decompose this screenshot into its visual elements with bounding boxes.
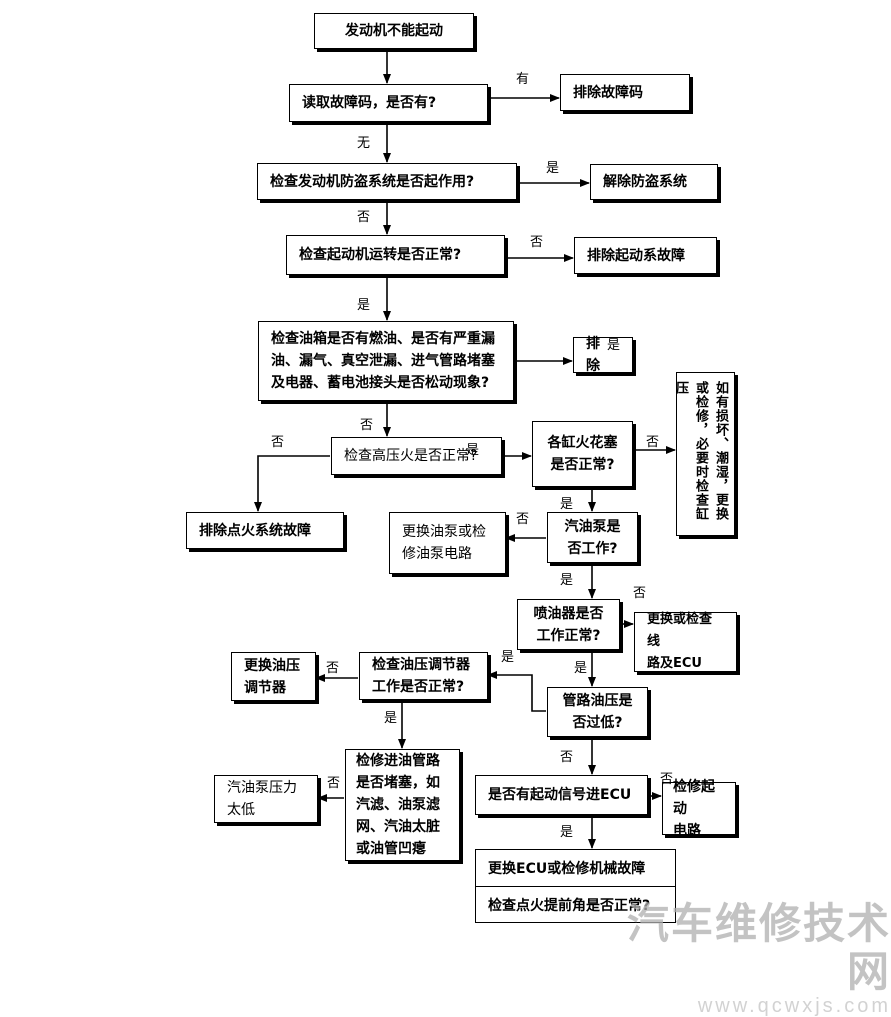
node-eliminate: 排除 是 [573, 336, 633, 374]
label-plug-no: 否 [646, 435, 660, 450]
node-check-fuel-and-leaks: 检查油箱是否有燃油、是否有严重漏 油、漏气、真空泄漏、进气管路堵塞 及电器、蓄电… [258, 321, 514, 401]
node-replace-fuel-pump: 更换油泵或检 修油泵电路 [389, 512, 506, 574]
label-starter-no: 否 [530, 235, 544, 250]
label-hv-no: 否 [271, 435, 285, 450]
label-pipe-no: 否 [327, 776, 341, 791]
node-inspect-fuel-pipe: 检修进油管路 是否堵塞，如 汽滤、油泵滤 网、汽油太脏 或油管凹瘪 [345, 749, 460, 861]
node-replace-wiring-ecu: 更换或检查线 路及ECU [634, 612, 737, 672]
node-fix-ignition: 排除点火系统故障 [186, 512, 344, 549]
node-read-fault-codes: 读取故障码，是否有? [289, 84, 488, 122]
node-pump-pressure-low: 汽油泵压力 太低 [214, 775, 318, 823]
label-fuel-no: 否 [360, 418, 374, 433]
node-plug-repair-note: 如有损坏、潮湿，更换或检修，必要时检查缸压 [673, 372, 735, 536]
node-replace-ecu: 更换ECU或检修机械故障 [476, 850, 675, 887]
label-injector-no: 否 [633, 586, 647, 601]
node-clear-fault-codes: 排除故障码 [560, 74, 690, 111]
node-repair-start-circuit: 检修起动 电路 [662, 779, 736, 839]
node-check-spark-plugs: 各缸火花塞 是否正常? [532, 421, 633, 487]
label-antitheft-yes: 是 [546, 161, 560, 176]
label-signal-yes: 是 [560, 825, 574, 840]
node-check-antitheft: 检查发动机防盗系统是否起作用? [257, 163, 517, 200]
node-engine-no-start: 发动机不能起动 [314, 13, 474, 49]
label-no-codes: 无 [357, 136, 371, 151]
label-pressure-yes: 是 [501, 650, 515, 665]
node-replace-regulator: 更换油压 调节器 [231, 652, 316, 701]
label-pump-no: 否 [516, 512, 530, 527]
node-ecu-and-timing: 更换ECU或检修机械故障 检查点火提前角是否正常? [475, 849, 676, 923]
node-check-injector: 喷油器是否 工作正常? [517, 599, 620, 650]
node-check-start-signal: 是否有起动信号进ECU [475, 775, 648, 815]
label-regulator-yes: 是 [384, 711, 398, 726]
node-check-regulator: 检查油压调节器 工作是否正常? [359, 652, 488, 700]
label-pressure-no: 否 [560, 750, 574, 765]
connector-lines [254, 49, 676, 849]
node-check-starter: 检查起动机运转是否正常? [286, 235, 505, 275]
label-has-codes: 有 [516, 72, 530, 87]
arrow-hv-to-ignition [254, 455, 330, 512]
node-check-fuel-pump: 汽油泵是 否工作? [547, 512, 638, 563]
label-regulator-no: 否 [326, 661, 340, 676]
node-check-line-pressure: 管路油压是 否过低? [547, 687, 648, 737]
node-check-hv-spark: 检查高压火是否正常? 是 [331, 437, 502, 475]
node-fix-starter: 排除起动系故障 [574, 237, 717, 274]
label-signal-no: 否 [660, 772, 674, 787]
node-release-antitheft: 解除防盗系统 [590, 164, 718, 200]
label-plug-yes: 是 [560, 497, 574, 512]
watermark-url: www.qcwxjs.com [697, 995, 891, 1017]
label-pump-yes: 是 [560, 573, 574, 588]
flowchart: 发动机不能起动 读取故障码，是否有? 排除故障码 检查发动机防盗系统是否起作用?… [186, 13, 889, 1016]
arrow-pressure-to-regulator [487, 671, 546, 712]
label-injector-yes: 是 [574, 661, 588, 676]
node-check-ignition-timing: 检查点火提前角是否正常? [488, 898, 651, 914]
label-antitheft-no: 否 [357, 210, 371, 225]
label-starter-yes: 是 [357, 298, 371, 313]
